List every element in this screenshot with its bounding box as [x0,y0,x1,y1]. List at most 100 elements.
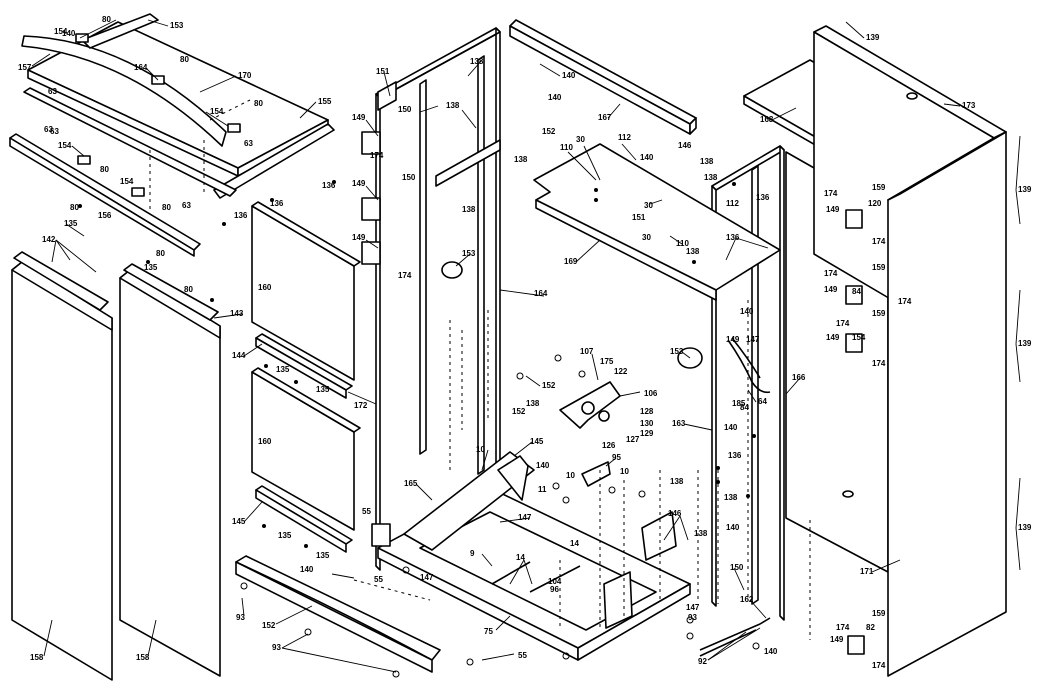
label-item: 146 [678,141,692,150]
frame-right-uprights [711,145,785,621]
label-item: 135 [144,263,158,272]
label-item: 154 [58,141,72,150]
label-item: 154 [54,27,68,36]
label-item: 84 [852,287,861,296]
label-item: 174 [898,297,912,306]
label-item: 138 [670,477,684,486]
label-item: 140 [562,71,576,80]
label-item: 143 [230,309,244,318]
label-item: 159 [872,263,886,272]
cable-harness-84 [699,337,771,657]
label-item: 147 [686,603,700,612]
label-item: 150 [398,105,412,114]
label-item: 157 [18,63,32,72]
label-item: 159 [872,609,886,618]
label-item: 146 [668,509,682,518]
label-item: 136 [728,451,742,460]
label-item: 138 [514,155,528,164]
label-item: 159 [872,309,886,318]
door-panel-158-left [11,251,113,681]
label-item: 80 [254,99,263,108]
toe-kick-152 [235,555,441,673]
label-item: 152 [262,621,276,630]
label-item: 106 [644,389,658,398]
label-item: 112 [726,199,739,208]
label-item: 136 [234,211,248,220]
label-item: 140 [640,153,654,162]
door-panel-158-right [119,263,221,677]
label-item: 96 [550,585,559,594]
label-item: 172 [354,401,368,410]
label-item: 136 [756,193,770,202]
latch-assembly-59 [559,381,621,429]
label-item: 151 [376,67,390,76]
label-item: 64 [758,397,767,406]
label-item: 139 [866,33,880,42]
side-panel-171 [842,131,1007,677]
label-item: 10 [566,471,575,480]
label-item: 138 [446,101,460,110]
trim-strip-155-top [81,13,335,199]
frame-172 [375,27,501,571]
label-item: 80 [156,249,165,258]
label-item: 174 [398,271,412,280]
label-item: 168 [760,115,774,124]
label-item: 155 [318,97,332,106]
label-item: 173 [962,101,976,110]
label-item: 152 [542,127,556,136]
label-item: 135 [64,219,78,228]
label-item: 128 [640,407,654,416]
label-item: 139 [1018,185,1032,194]
label-item: 152 [512,407,526,416]
label-item: 149 [726,335,740,344]
label-item: 55 [374,575,383,584]
label-item: 135 [316,385,330,394]
label-item: 164 [134,63,148,72]
label-item: 80 [100,165,109,174]
label-item: 174 [824,189,838,198]
label-item: 174 [872,237,886,246]
label-item: 135 [276,365,290,374]
label-item: 9 [470,549,475,558]
label-item: 174 [836,319,850,328]
label-item: 140 [62,29,76,38]
label-item: 159 [872,183,886,192]
label-item: 112 [618,133,631,142]
label-item: 166 [792,373,806,382]
label-item: 169 [564,257,578,266]
label-item: 144 [232,351,246,360]
label-item: 138 [686,247,700,256]
rail-144 [255,333,353,399]
label-item: 165 [404,479,418,488]
label-item: 158 [136,653,150,662]
label-item: 120 [868,199,882,208]
label-item: 30 [644,201,653,210]
label-item: 138 [704,173,718,182]
label-item: 80 [70,203,79,212]
label-item: 10 [476,445,485,454]
trim-strip-63-mid [23,87,237,197]
label-item: 142 [42,235,56,244]
label-item: 153 [462,249,476,258]
label-item: 104 [548,577,562,586]
trim-strip-157 [21,35,227,147]
label-item: 93 [236,613,245,622]
label-item: 147 [746,335,760,344]
shelf-160-upper [251,201,361,381]
label-item: 140 [548,93,562,102]
label-item: 149 [826,333,840,342]
label-item: 147 [420,573,434,582]
callout-labels: 80 153 157 154 170 164 80 63 154 80 63 1… [18,15,1032,670]
shelf-160-lower [251,367,361,531]
label-item: 14 [516,553,525,562]
label-item: 160 [258,283,272,292]
label-item: 174 [836,623,850,632]
label-item: 135 [316,551,330,560]
label-item: 160 [258,437,272,446]
label-item: 140 [740,307,754,316]
label-item: 151 [632,213,646,222]
label-item: 138 [724,493,738,502]
frame-167-top [509,19,697,135]
label-item: 110 [560,143,573,152]
